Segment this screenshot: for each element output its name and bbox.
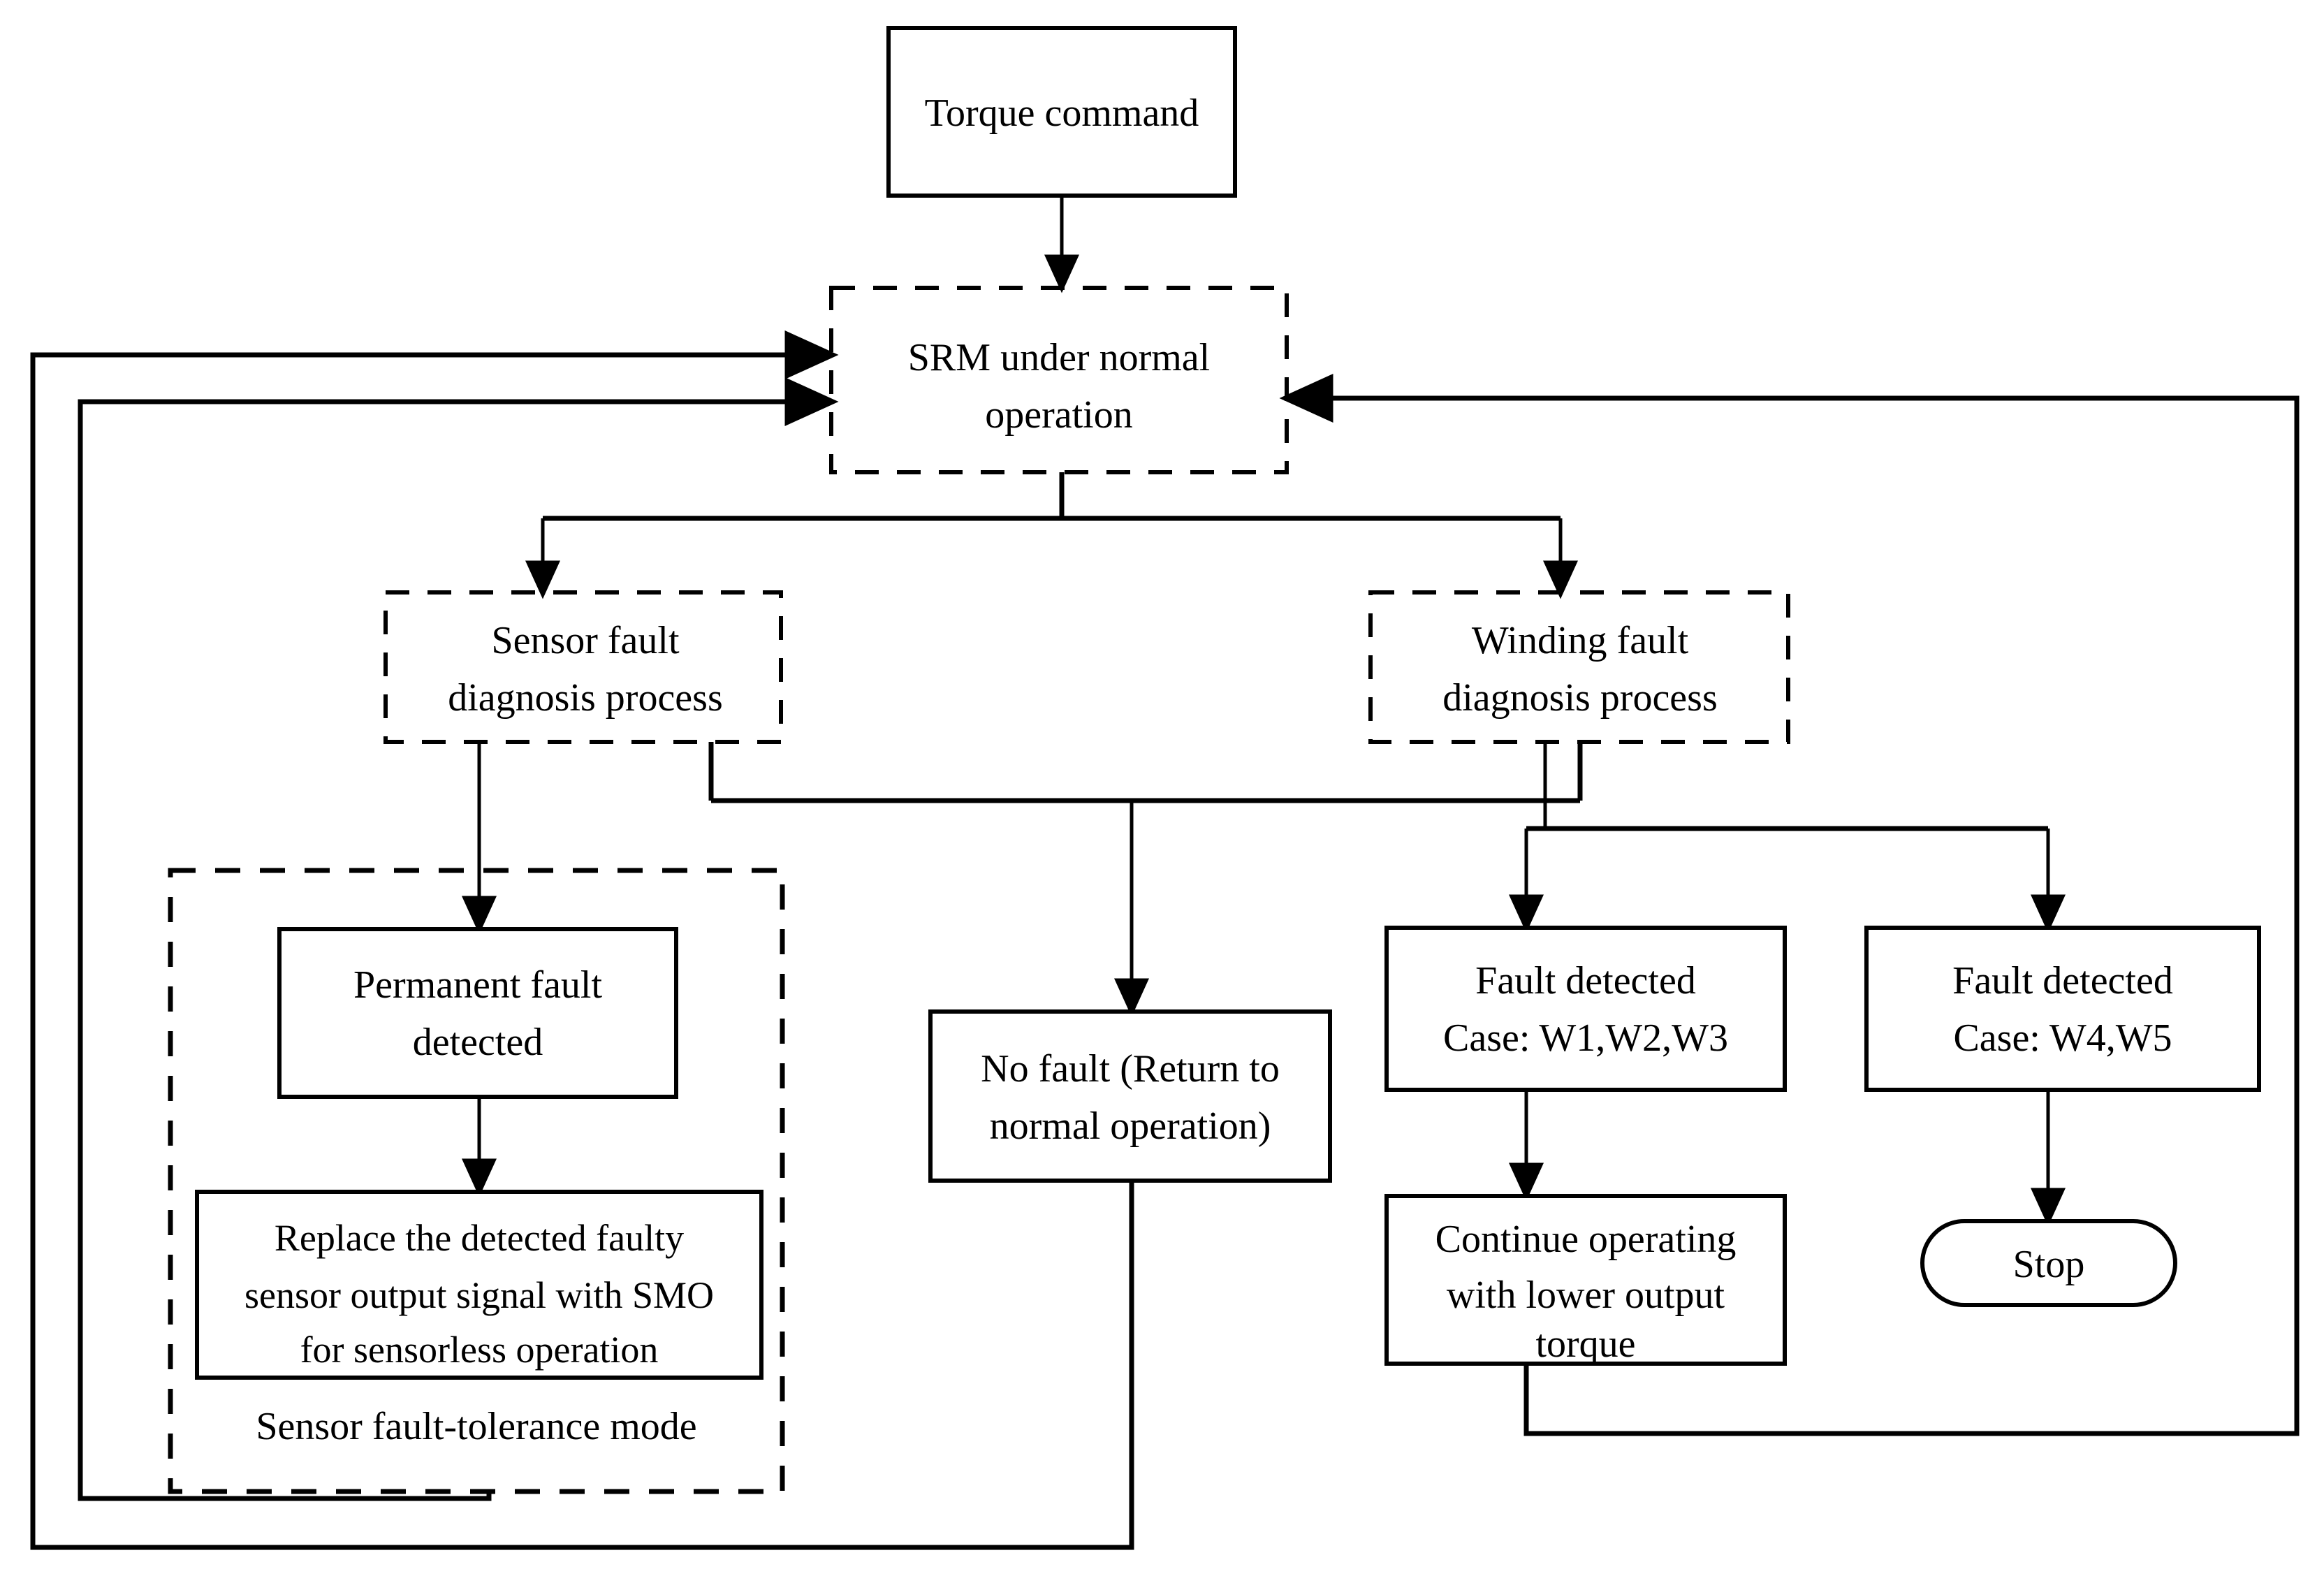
edge-sensor-mode-feedback-to-srm [78, 377, 839, 1501]
node-srm-normal-operation[interactable]: SRM under normal operation [829, 286, 1289, 474]
edge-diagnosis-merge-to-no-fault [708, 742, 1583, 1017]
no-fault-label-line1: No fault (Return to [981, 1047, 1280, 1091]
node-sensor-fault-diagnosis[interactable]: Sensor fault diagnosis process [383, 590, 783, 744]
permanent-fault-label-line1: Permanent fault [353, 963, 603, 1007]
node-no-fault[interactable]: No fault (Return to normal operation) [928, 1009, 1332, 1183]
edge-no-fault-feedback-to-srm [30, 330, 1134, 1550]
sensor-diag-label-line1: Sensor fault [491, 619, 680, 662]
continue-operating-label-line3: torque [1535, 1322, 1635, 1366]
sensor-diag-label-line2: diagnosis process [448, 676, 723, 720]
fault-w123-label-line1: Fault detected [1475, 959, 1696, 1002]
no-fault-label-line2: normal operation) [990, 1104, 1271, 1148]
edge-continue-operating-feedback-to-srm [1279, 374, 2300, 1436]
fault-w45-label-line1: Fault detected [1952, 959, 2173, 1002]
replace-sensor-label-line1: Replace the detected faulty [275, 1217, 684, 1259]
fault-w123-label-line2: Case: W1,W2,W3 [1443, 1016, 1728, 1060]
stop-label: Stop [2013, 1243, 2085, 1286]
sensor-fault-tolerance-mode-label: Sensor fault-tolerance mode [256, 1405, 696, 1448]
continue-operating-label-line1: Continue operating [1435, 1218, 1737, 1261]
edge-winding-diag-to-fault-cases [1509, 742, 2066, 933]
continue-operating-label-line2: with lower output [1447, 1274, 1725, 1317]
node-permanent-fault-detected[interactable]: Permanent fault detected [277, 927, 678, 1099]
replace-sensor-label-line3: for sensorless operation [300, 1329, 659, 1371]
winding-diag-label-line1: Winding fault [1472, 619, 1689, 662]
node-continue-operating[interactable]: Continue operating with lower output tor… [1384, 1194, 1787, 1366]
node-stop[interactable]: Stop [1920, 1219, 2177, 1307]
torque-command-label: Torque command [925, 92, 1199, 135]
edge-srm-to-diagnosis-split [525, 472, 1578, 599]
replace-sensor-label-line2: sensor output signal with SMO [244, 1274, 714, 1316]
srm-normal-label-line1: SRM under normal [908, 336, 1210, 379]
node-fault-detected-w123[interactable]: Fault detected Case: W1,W2,W3 [1384, 926, 1787, 1092]
winding-diag-label-line2: diagnosis process [1442, 676, 1718, 720]
fault-w45-label-line2: Case: W4,W5 [1953, 1016, 2172, 1060]
permanent-fault-label-line2: detected [413, 1021, 543, 1064]
srm-normal-label-line2: operation [985, 393, 1132, 437]
node-winding-fault-diagnosis[interactable]: Winding fault diagnosis process [1368, 590, 1790, 744]
node-fault-detected-w45[interactable]: Fault detected Case: W4,W5 [1864, 926, 2261, 1092]
group-sensor-fault-tolerance-mode: Sensor fault-tolerance mode [168, 868, 785, 1494]
node-torque-command[interactable]: Torque command [886, 26, 1237, 198]
node-replace-faulty-sensor[interactable]: Replace the detected faulty sensor outpu… [195, 1190, 763, 1380]
